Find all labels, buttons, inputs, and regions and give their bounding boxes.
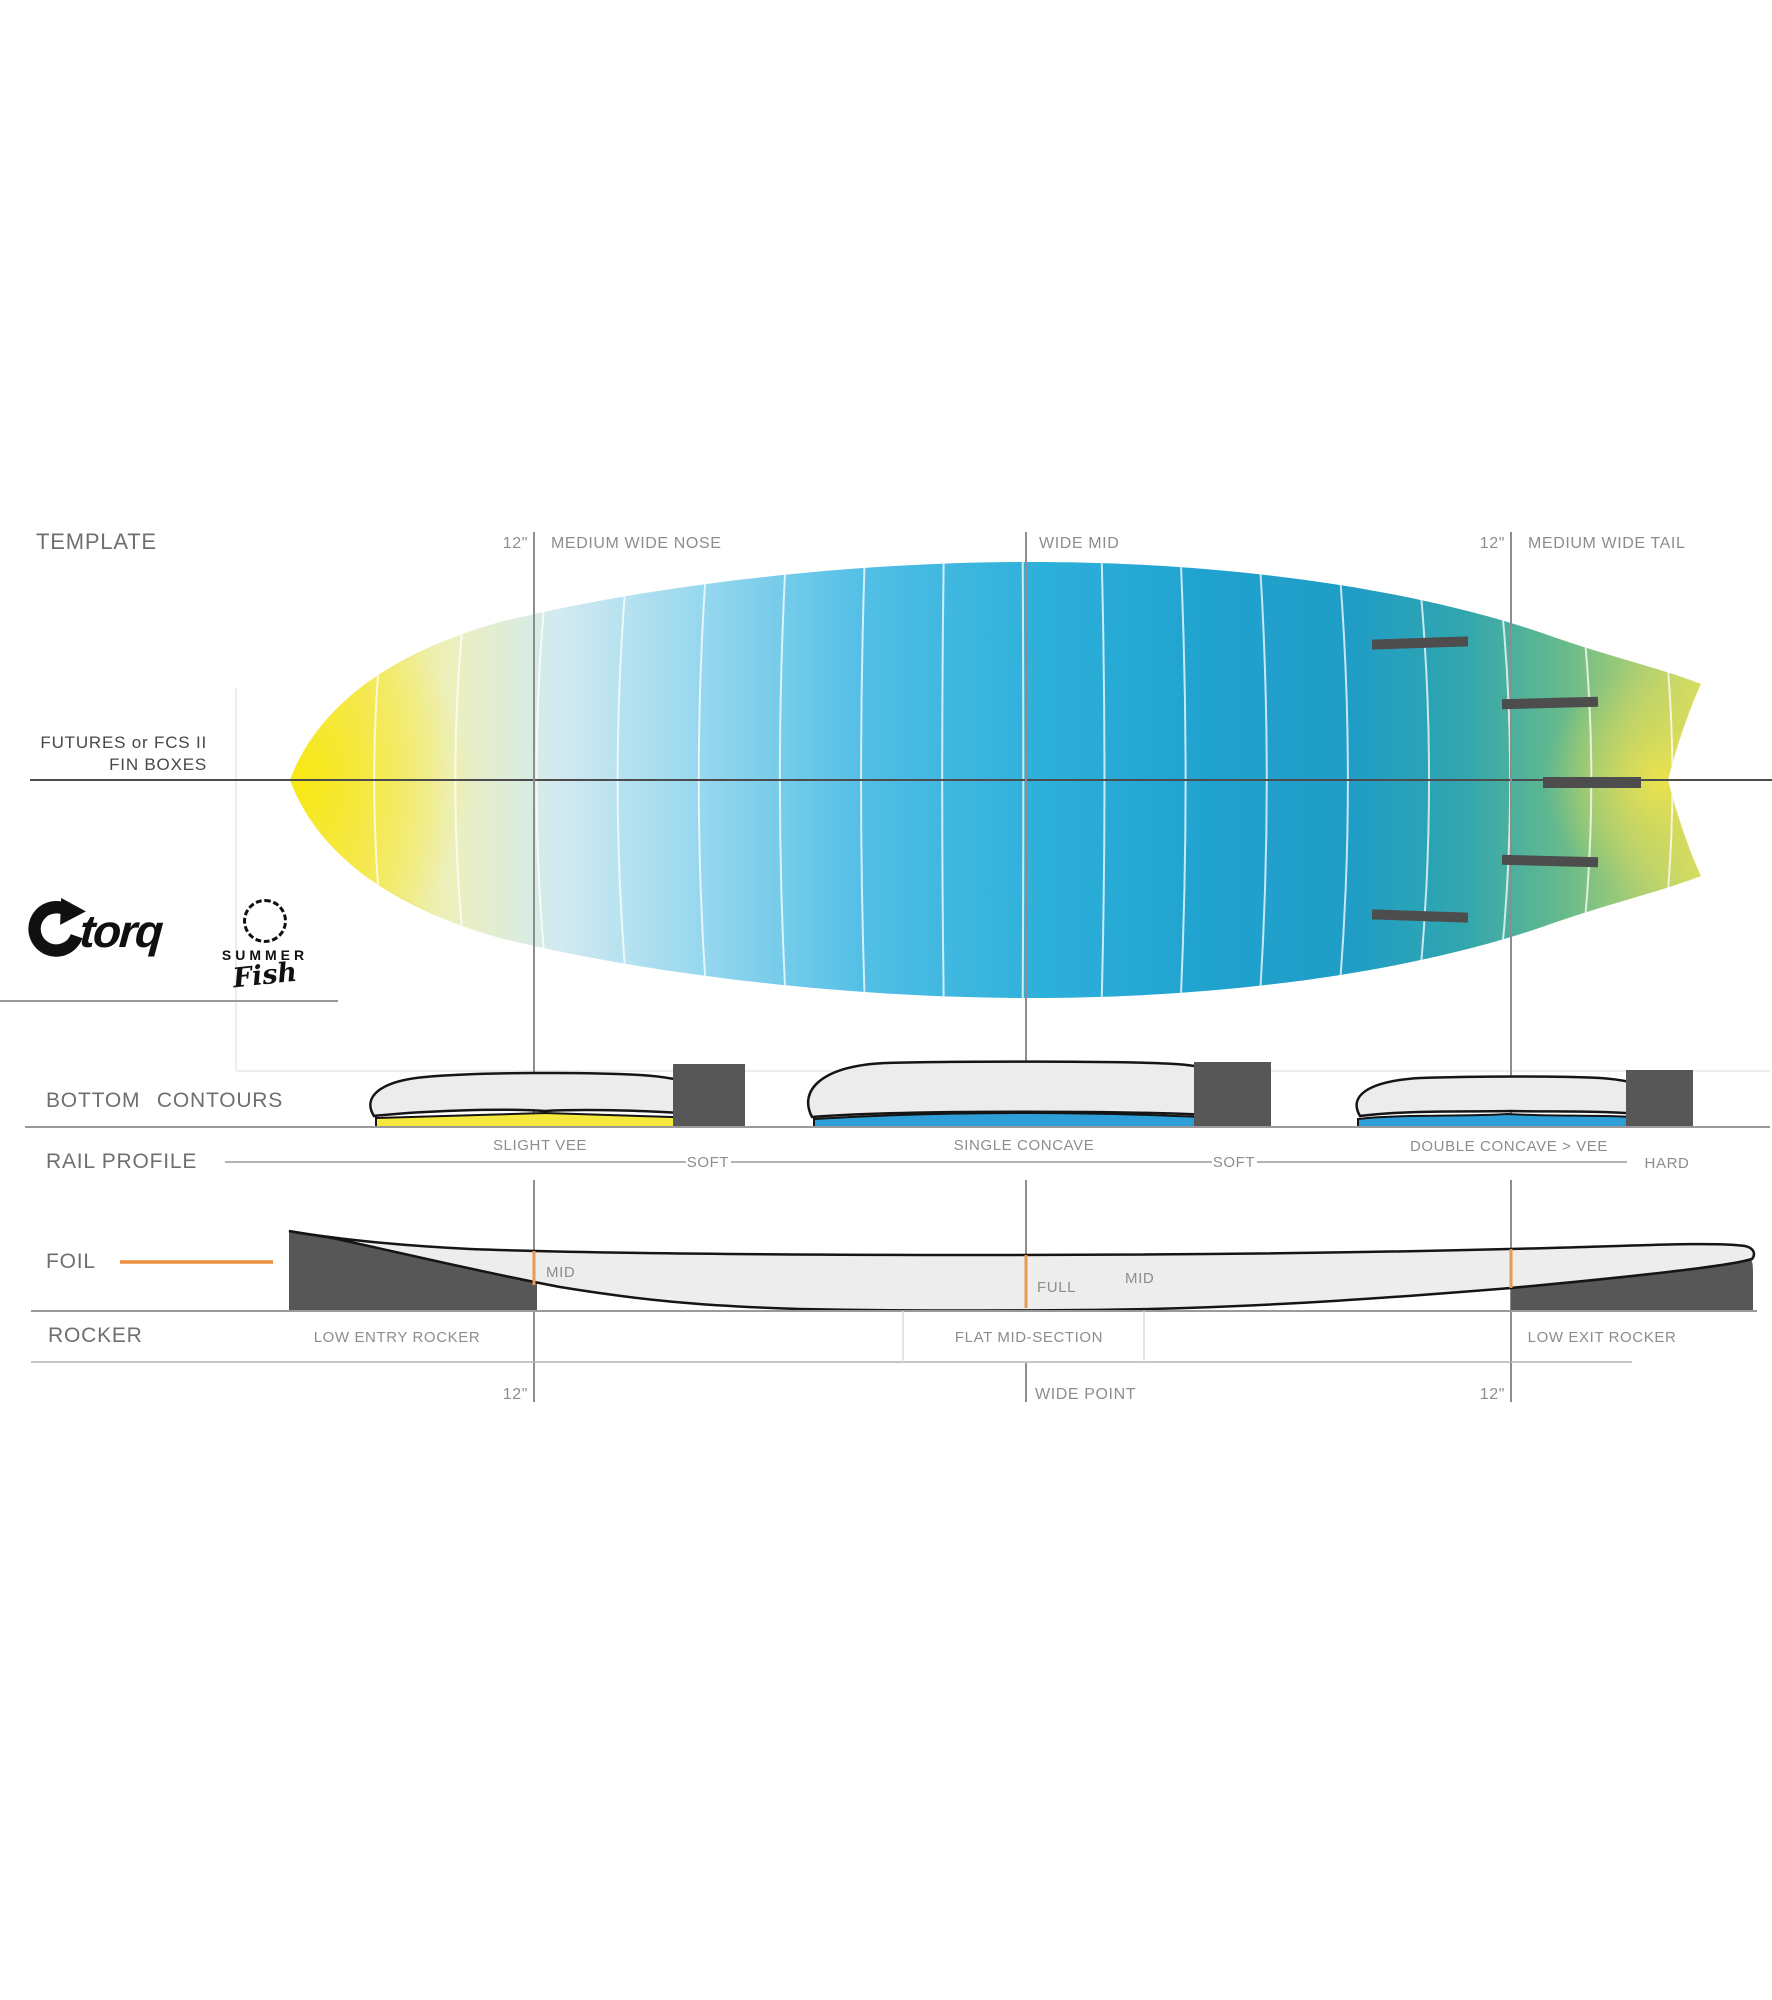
foil-outline	[288, 1229, 1756, 1312]
foil-nose-label: MID	[546, 1264, 576, 1281]
rocker-band	[31, 1310, 1757, 1363]
wide-point-marker: WIDE POINT	[1035, 1386, 1137, 1403]
summer-fish-logo: SUMMER Fish	[212, 899, 318, 994]
rail-tail-label: HARD	[1644, 1155, 1690, 1172]
entry-rocker-wedge	[289, 1231, 537, 1310]
double-concave-color	[1357, 1112, 1661, 1128]
foil-mid-label: FULL	[1037, 1279, 1077, 1296]
fin-boxes	[1371, 636, 1641, 923]
foil-thickness-ticks	[532, 1249, 1513, 1308]
summer-logo-text: SUMMER	[221, 947, 309, 963]
rocker-heading: ROCKER	[48, 1324, 143, 1347]
contour-mid-label: SINGLE CONCAVE	[953, 1137, 1095, 1154]
rail-nose-label: SOFT	[686, 1154, 730, 1171]
template-tail-marker: 12"	[1479, 535, 1505, 552]
bottom-tail-marker: 12"	[1479, 1386, 1505, 1403]
summer-ring-icon	[243, 899, 287, 943]
slight-vee-color	[375, 1111, 705, 1128]
template-nose-label: MEDIUM WIDE NOSE	[551, 535, 722, 552]
fin-boxes-note-line1: FUTURES or FCS II	[40, 733, 207, 752]
torq-arrow-icon	[28, 898, 86, 957]
single-concave-section	[806, 1060, 1247, 1119]
rocker-nose-label: LOW ENTRY ROCKER	[313, 1329, 481, 1346]
foil-profile	[288, 1229, 1756, 1312]
double-concave-section	[1355, 1075, 1664, 1118]
template-tail-label: MEDIUM WIDE TAIL	[1528, 535, 1686, 552]
contour-tail-label: DOUBLE CONCAVE > VEE	[1409, 1138, 1609, 1155]
rail-profile-heading: RAIL PROFILE	[46, 1150, 198, 1173]
torq-logo: torq	[24, 898, 164, 964]
bottom-nose-marker: 12"	[502, 1386, 528, 1403]
rocker-tail-label: LOW EXIT ROCKER	[1527, 1329, 1677, 1346]
bottom-contour-sections	[369, 1060, 1693, 1128]
torq-logo-text: torq	[78, 905, 164, 957]
foil-tail-label: MID	[1125, 1270, 1155, 1287]
rocker-mid-label: FLAT MID-SECTION	[954, 1329, 1104, 1346]
rail-blocks	[673, 1062, 1693, 1127]
fin-boxes-note-line2: FIN BOXES	[109, 755, 207, 774]
slight-vee-section	[369, 1071, 717, 1118]
template-heading: TEMPLATE	[36, 529, 157, 554]
template-mid-label: WIDE MID	[1039, 535, 1120, 552]
rail-mid-label: SOFT	[1212, 1154, 1256, 1171]
contour-nose-label: SLIGHT VEE	[492, 1137, 588, 1154]
bottom-contours-heading: BOTTOM CONTOURS	[46, 1089, 284, 1112]
single-concave-color	[813, 1112, 1238, 1128]
template-nose-marker: 12"	[502, 535, 528, 552]
foil-heading: FOIL	[46, 1250, 96, 1273]
